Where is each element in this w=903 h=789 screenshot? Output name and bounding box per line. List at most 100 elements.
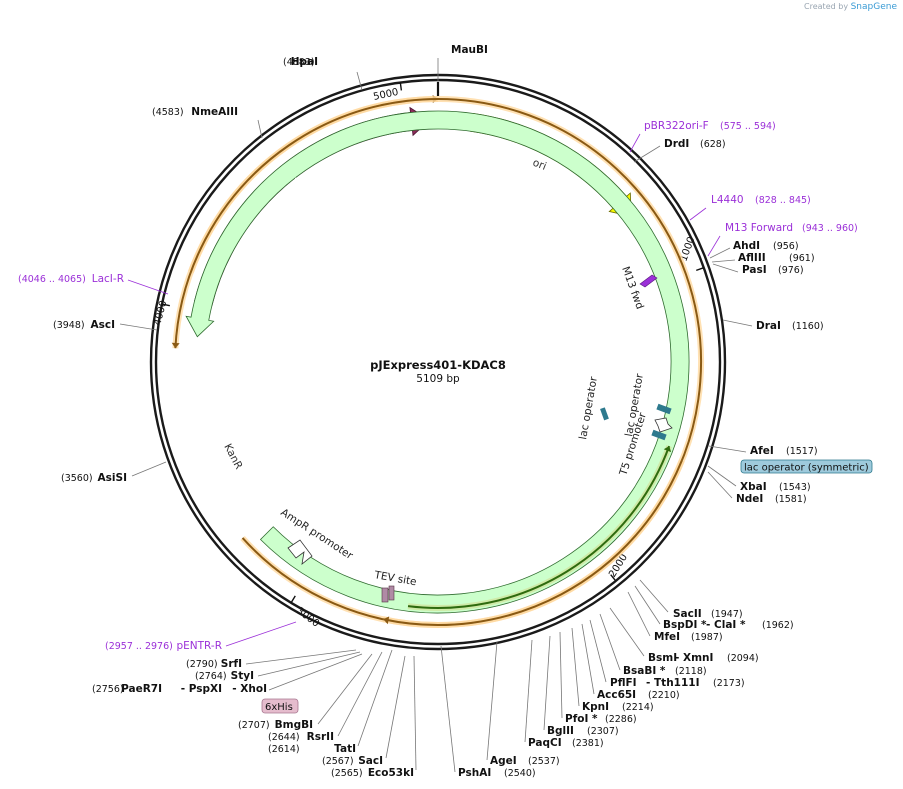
site-pos-38: (2790) bbox=[186, 659, 218, 670]
leader-31 bbox=[486, 641, 498, 761]
site-label-4: AsiSI bbox=[98, 472, 127, 484]
site-pos-9: (943 .. 960) bbox=[802, 223, 858, 234]
tick-3000 bbox=[290, 595, 296, 604]
orange-right-arrow bbox=[382, 459, 685, 628]
site-pos-32: (2540) bbox=[504, 768, 536, 779]
site-pos-10: (956) bbox=[773, 241, 799, 252]
site-label-2: NmeAIII bbox=[191, 106, 238, 118]
site-pos-15: (1543) bbox=[779, 482, 811, 493]
site-pos-37: (2707) bbox=[238, 720, 270, 731]
site-pos-34: (2565) bbox=[331, 768, 363, 779]
6xhis-box: 6xHis bbox=[261, 698, 299, 714]
site-label-8: L4440 bbox=[711, 194, 744, 206]
site-pos-20: (1987) bbox=[691, 632, 723, 643]
site-pos-4: (3560) bbox=[61, 473, 93, 484]
site-pos-22: (2094) bbox=[727, 653, 759, 664]
lac-operator-symmetric-label: lac operator (symmetric) bbox=[744, 463, 869, 474]
site-label-38: SrfI bbox=[221, 658, 242, 670]
leader-13 bbox=[722, 319, 753, 327]
site-label-17: SacII bbox=[673, 608, 702, 620]
site-label-6: pBR322ori-F bbox=[644, 120, 709, 132]
leader-8 bbox=[689, 207, 707, 221]
site-label-39: StyI bbox=[231, 670, 254, 682]
site-pos-27: (2214) bbox=[622, 702, 654, 713]
site-pos-8: (828 .. 845) bbox=[755, 195, 811, 206]
site-label-5: LacI-R bbox=[92, 273, 124, 285]
site-pos-33: (2567) bbox=[322, 756, 354, 767]
leader-37 bbox=[317, 653, 373, 725]
site-label-42: - XhoI bbox=[232, 683, 267, 695]
site-pos-35: (2614) bbox=[268, 744, 300, 755]
site-labels: MauBIHpaI(4883)NmeAIII(4583)AscI(3948)As… bbox=[18, 44, 858, 779]
site-label-28: PfoI * bbox=[565, 713, 598, 725]
site-label-21: BsmI bbox=[648, 652, 677, 664]
site-pos-43: (2957 .. 2976) bbox=[105, 641, 173, 652]
6xhis-label: 6xHis bbox=[265, 702, 293, 713]
leader-21 bbox=[609, 607, 645, 657]
tev-site-label: TEV site bbox=[372, 569, 417, 588]
site-pos-39: (2764) bbox=[195, 671, 227, 682]
site-pos-3: (3948) bbox=[53, 320, 85, 331]
site-label-33: SacI bbox=[358, 755, 383, 767]
site-pos-31: (2537) bbox=[528, 756, 560, 767]
site-pos-23: (2118) bbox=[675, 666, 707, 677]
site-label-31: AgeI bbox=[490, 755, 517, 767]
site-label-40: PaeR7I bbox=[121, 683, 162, 695]
tick-2000 bbox=[610, 574, 617, 582]
leader-1 bbox=[356, 71, 363, 91]
site-pos-36: (2644) bbox=[268, 732, 300, 743]
plasmid-size: 5109 bp bbox=[416, 373, 460, 385]
leader-35 bbox=[357, 649, 393, 747]
green-cds-arrow bbox=[407, 445, 672, 611]
site-pos-40: (2756) bbox=[92, 684, 124, 695]
site-label-22: - XmnI bbox=[675, 652, 713, 664]
leader-30 bbox=[524, 639, 533, 743]
leader-4 bbox=[131, 461, 167, 477]
site-pos-17: (1947) bbox=[711, 609, 743, 620]
site-label-11: AflIII bbox=[738, 252, 766, 264]
leader-24 bbox=[589, 619, 607, 683]
site-label-41: - PspXI bbox=[181, 683, 222, 695]
site-pos-30: (2381) bbox=[572, 738, 604, 749]
lac-operator-symmetric-box: lac operator (symmetric) bbox=[740, 459, 873, 474]
site-pos-7: (628) bbox=[700, 139, 726, 150]
site-label-36: RsrII bbox=[307, 731, 334, 743]
leader-2 bbox=[257, 119, 263, 139]
site-label-26: Acc65I bbox=[597, 689, 636, 701]
site-pos-19: (1962) bbox=[762, 620, 794, 631]
site-label-35: TatI bbox=[334, 743, 356, 755]
leader-39 bbox=[257, 651, 361, 677]
leader-9 bbox=[707, 235, 721, 257]
site-pos-14: (1517) bbox=[786, 446, 818, 457]
site-label-14: AfeI bbox=[750, 445, 774, 457]
site-label-19: - ClaI * bbox=[706, 619, 746, 631]
site-label-32: PshAI bbox=[458, 767, 491, 779]
site-pos-16: (1581) bbox=[775, 494, 807, 505]
leader-11 bbox=[711, 259, 736, 263]
site-label-13: DraI bbox=[756, 320, 781, 332]
leader-43 bbox=[225, 621, 297, 647]
site-pos-2: (4583) bbox=[152, 107, 184, 118]
lacI-arrow bbox=[193, 106, 431, 307]
site-label-3: AscI bbox=[90, 319, 115, 331]
site-label-7: DrdI bbox=[664, 138, 689, 150]
tick-label-5000: 5000 bbox=[372, 87, 399, 103]
leader-26 bbox=[581, 623, 595, 695]
leader-15 bbox=[707, 465, 737, 487]
label-leader-lines bbox=[119, 58, 753, 773]
leader-40 bbox=[268, 653, 363, 691]
leader-36 bbox=[337, 651, 383, 737]
leader-14 bbox=[708, 445, 747, 453]
tick-1000 bbox=[695, 267, 704, 272]
tick-label-3000: 3000 bbox=[294, 606, 321, 630]
leader-20 bbox=[627, 591, 651, 637]
site-pos-13: (1160) bbox=[792, 321, 824, 332]
leader-10 bbox=[709, 247, 731, 259]
site-label-18: BspDI * bbox=[663, 619, 707, 631]
site-label-0: MauBI bbox=[451, 44, 488, 56]
site-label-37: BmgBI bbox=[275, 719, 313, 731]
leader-6 bbox=[629, 133, 641, 153]
site-pos-1: (4883) bbox=[283, 57, 315, 68]
